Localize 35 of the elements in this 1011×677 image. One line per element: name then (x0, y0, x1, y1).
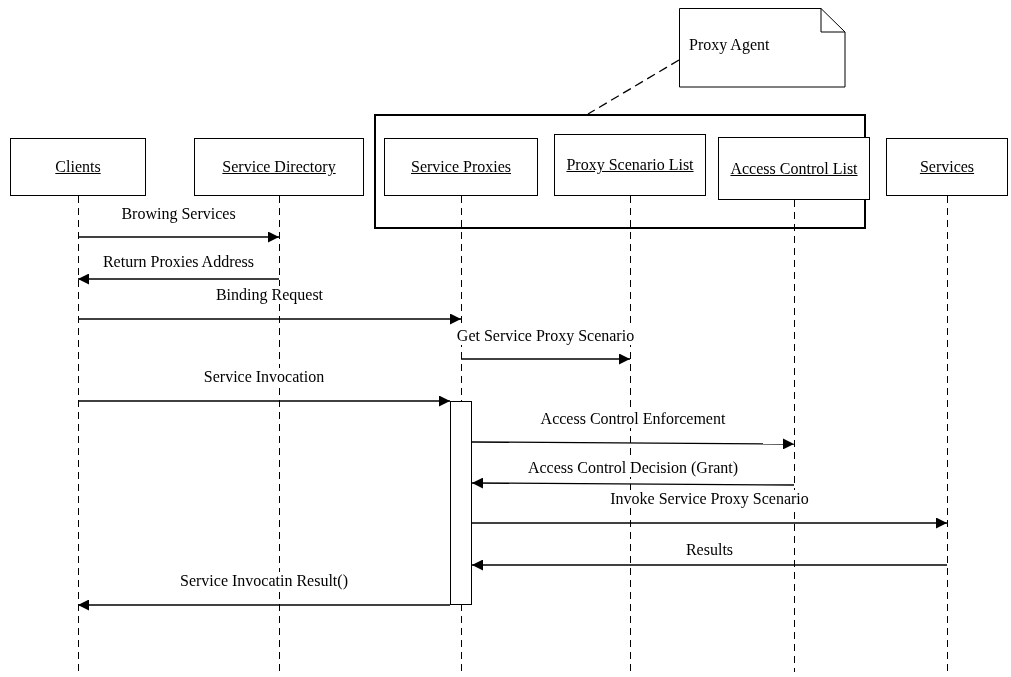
participant-name: Clients (55, 158, 101, 176)
lifeline-header-box (554, 134, 706, 196)
message-label: Binding Request (213, 286, 326, 304)
lifeline-header-box (718, 137, 870, 200)
participant-name: Service Directory (222, 158, 336, 176)
message-arrow (471, 438, 795, 450)
message-label: Get Service Proxy Scenario (454, 327, 637, 345)
participant-name: Proxy Scenario List (566, 156, 694, 174)
message-label: Access Control Decision (Grant) (525, 459, 741, 477)
message-arrow (77, 313, 462, 325)
message-arrow (77, 395, 451, 407)
lifeline-header-box (10, 138, 146, 196)
message-arrow (460, 353, 631, 365)
message-arrow (471, 517, 948, 529)
message-arrow (77, 599, 451, 611)
note-text: Proxy Agent (689, 36, 770, 54)
lifeline (76, 196, 80, 672)
message-label: Access Control Enforcement (538, 410, 728, 428)
participant-name: Services (919, 158, 975, 176)
message-label: Service Invocatin Result() (178, 572, 350, 590)
lifeline-header-box (194, 138, 364, 196)
message-label: Browing Services (119, 205, 238, 223)
activation-bar (450, 401, 472, 605)
participant-name: Service Proxies (411, 158, 511, 176)
message-arrow (471, 477, 795, 489)
message-arrow (77, 273, 280, 285)
lifeline-header-box (384, 138, 538, 196)
message-label: Service Invocation (201, 368, 327, 386)
participant-name: Access Control List (730, 159, 858, 178)
message-arrow (471, 559, 948, 571)
message-arrow (77, 231, 280, 243)
lifeline (945, 196, 949, 672)
message-label: Invoke Service Proxy Scenario (608, 490, 811, 508)
leader-line (587, 59, 680, 115)
lifeline-header-box (886, 138, 1008, 196)
